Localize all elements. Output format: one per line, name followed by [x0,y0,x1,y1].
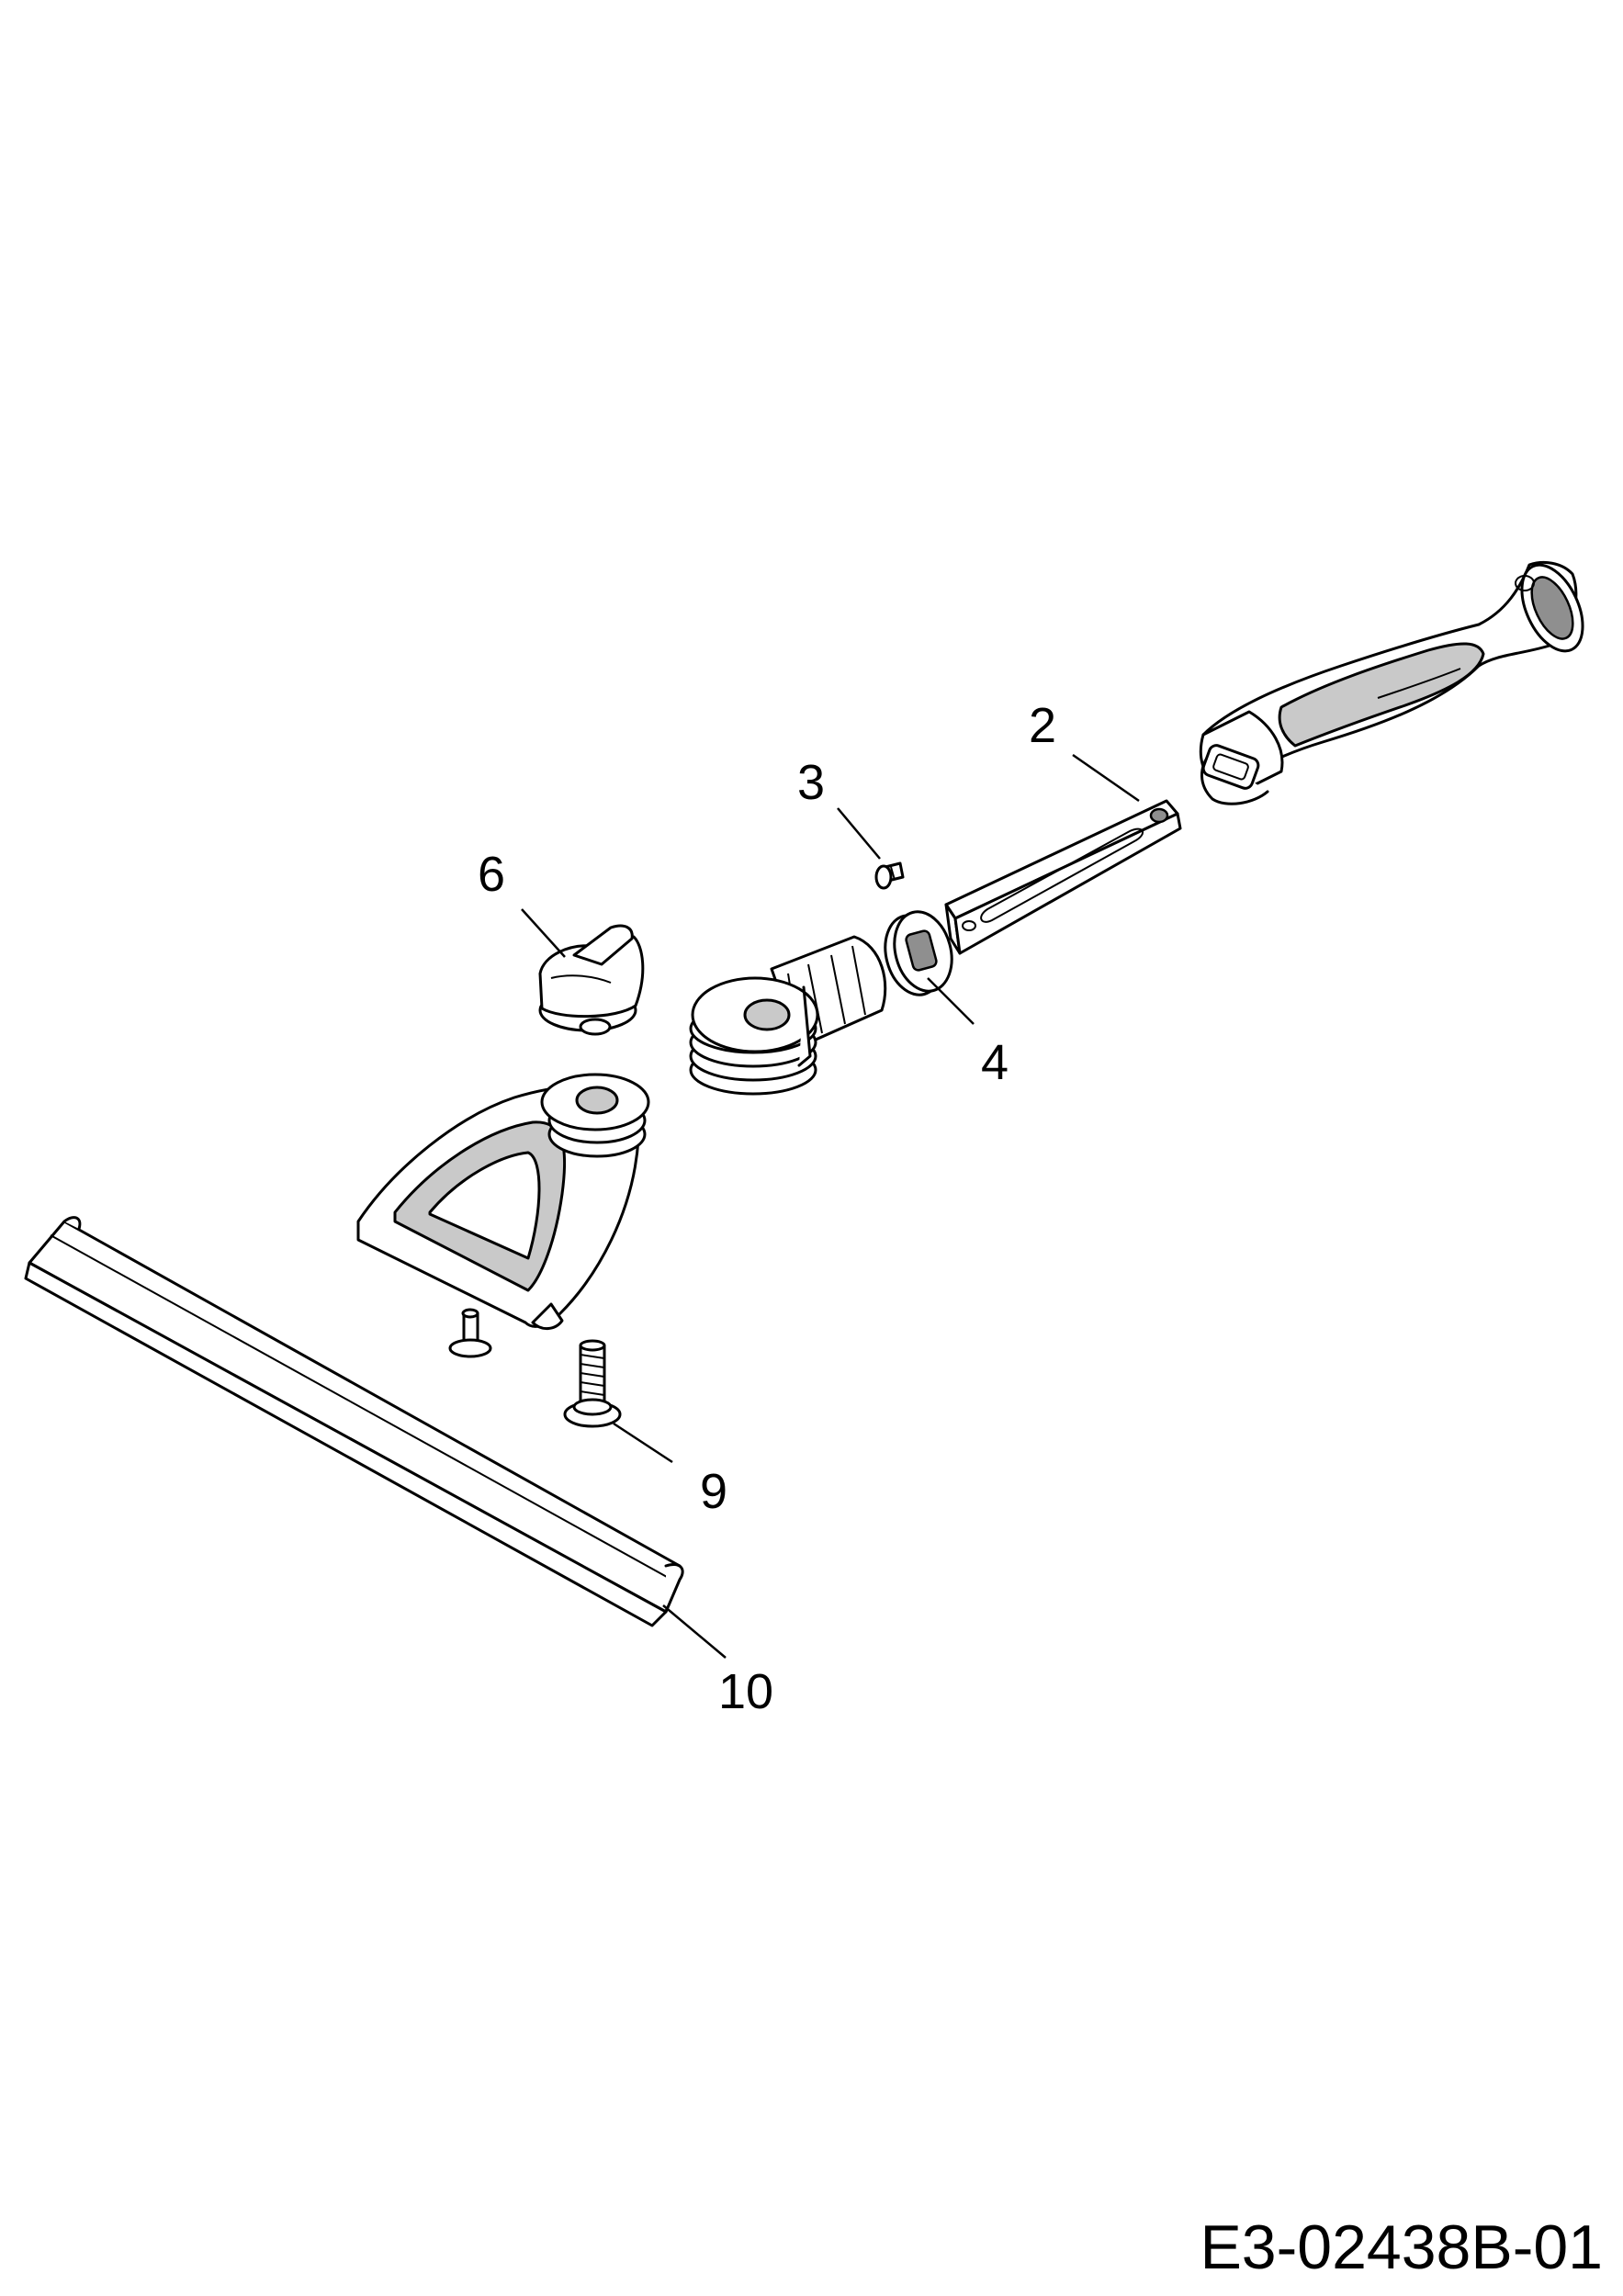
callout-9: 9 [700,1464,727,1519]
knob-part[interactable] [538,924,645,1036]
adapter-bar-part[interactable] [944,799,1182,955]
leader-line-4 [927,977,975,1025]
squeegee-head-part[interactable] [356,1073,650,1330]
leader-line-9 [613,1422,673,1464]
leader-line-10 [662,1604,727,1659]
callout-4: 4 [981,1035,1009,1090]
callout-2: 2 [1029,698,1056,753]
callout-3: 3 [797,755,825,810]
drawing-code: E3-02438B-01 [1200,2212,1603,2282]
ring-collar-part[interactable] [877,906,961,1002]
callout-10: 10 [718,1664,773,1719]
squeegee-blade-part[interactable] [24,1216,684,1627]
callout-6: 6 [478,847,505,902]
rivet-part[interactable] [448,1308,492,1358]
leader-line-3 [837,807,881,860]
bolt-part[interactable] [563,1339,622,1428]
leader-line-2 [1072,753,1140,803]
joint-housing-part[interactable] [689,935,887,1096]
handle-grip-part[interactable] [1199,556,1595,805]
leader-line-6 [521,908,566,958]
small-screw-part[interactable] [874,861,905,890]
